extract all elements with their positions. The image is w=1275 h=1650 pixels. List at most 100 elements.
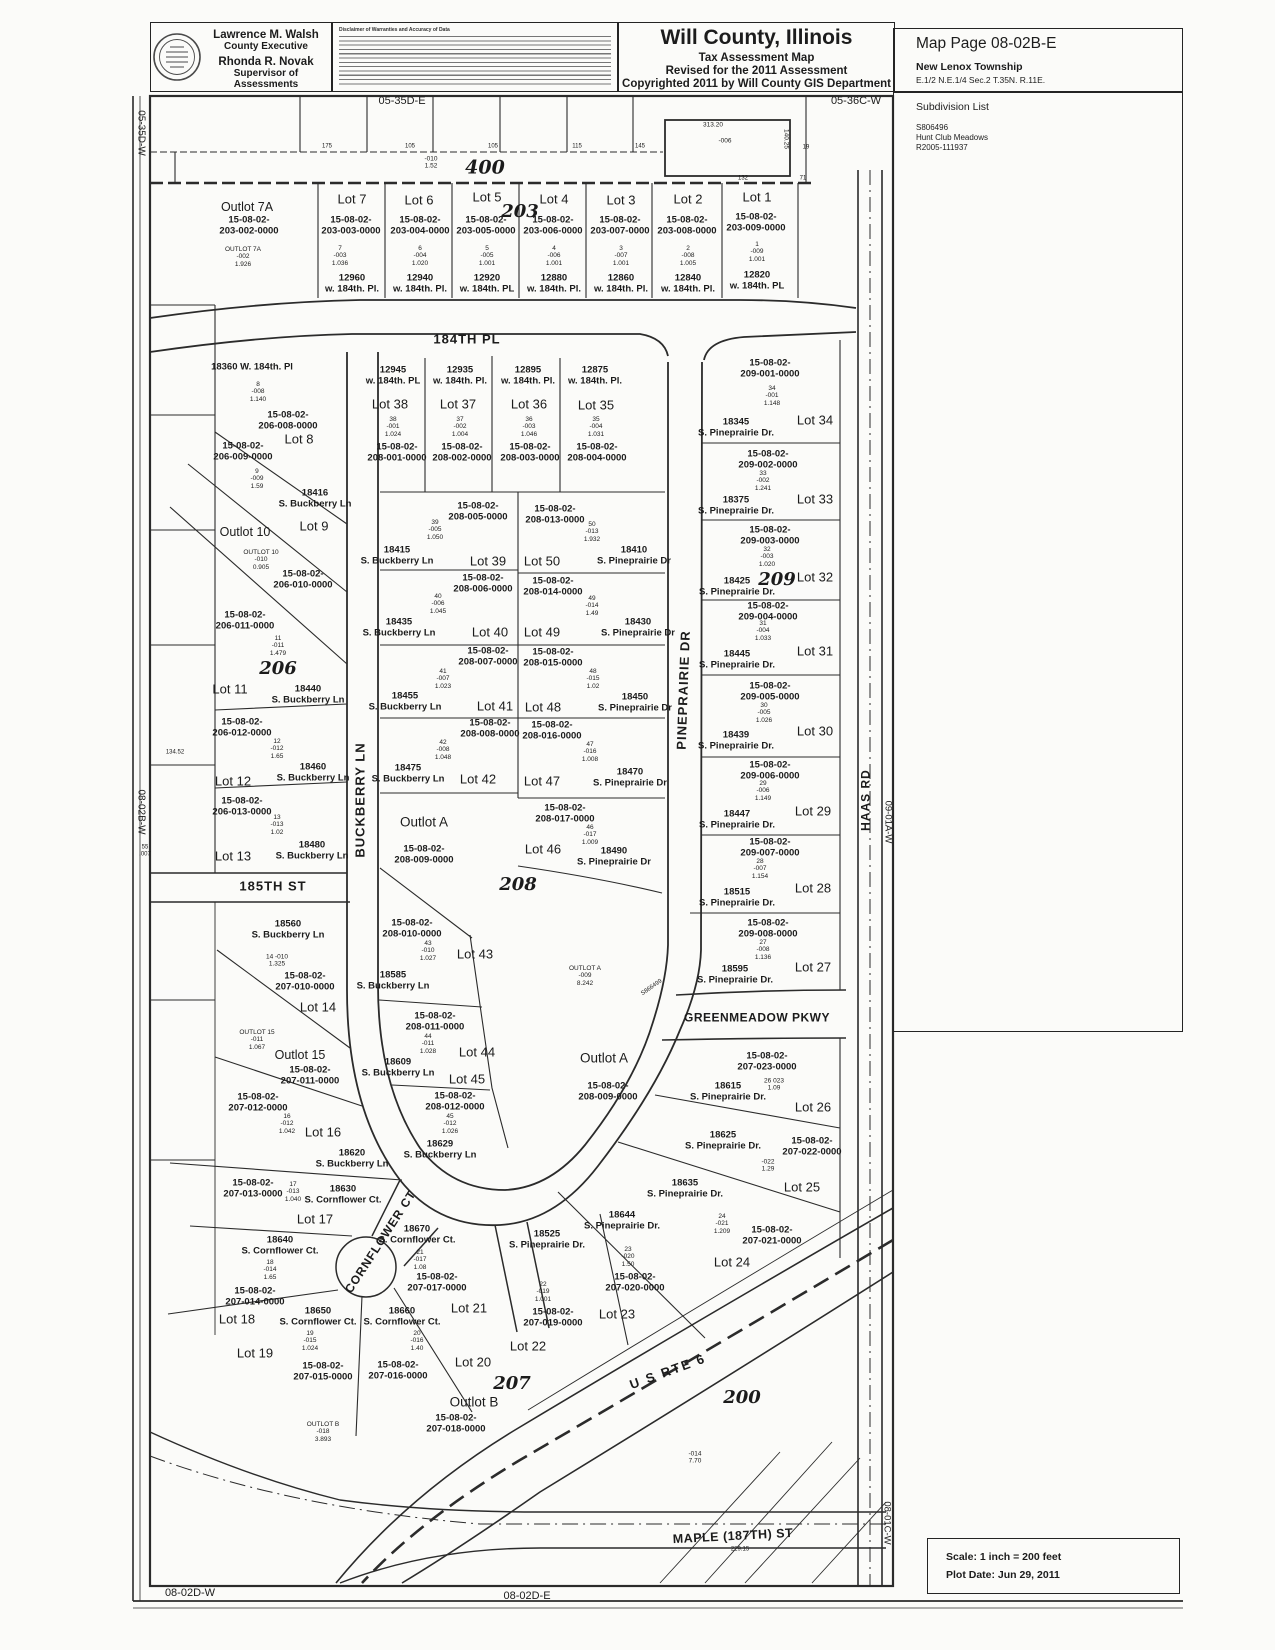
lot-outlot7a-name: Outlot 7A <box>220 200 274 214</box>
lot-17-addr: 18630 S. Cornflower Ct. <box>304 1183 382 1205</box>
lot-48-sub: 48 -015 1.02 <box>586 668 600 690</box>
lot-39-name: Lot 39 <box>469 553 507 569</box>
lot-23-addr: 18644 S. Pineprairie Dr. <box>583 1209 661 1231</box>
lot-36-addr: 12895 w. 184th. Pl. <box>500 364 556 386</box>
lot-11-sub: 11 -011 1.479 <box>269 635 287 657</box>
lot-12-pin: 15-08-02- 206-012-0000 <box>212 716 272 738</box>
lot-6-sub: 6 -004 1.020 <box>411 245 429 267</box>
dim-105a: 105 <box>404 143 416 150</box>
lot-39-addr: 18415 S. Buckberry Ln <box>360 544 434 566</box>
lot-47-addr: 18470 S. Pineprairie Dr <box>593 766 667 788</box>
lot-38-pin: 15-08-02- 208-001-0000 <box>367 441 427 463</box>
dim-200-sub: -014 7.70 <box>688 1450 702 1465</box>
area-code-203: 203 <box>501 200 539 222</box>
lot-29-addr: 18447 S. Pineprairie Dr. <box>698 808 776 830</box>
dim-14025: 140.25 <box>782 129 790 149</box>
lot-35-sub: 35 -004 1.031 <box>587 416 605 438</box>
lot-32-sub: 32 -003 1.020 <box>758 546 776 568</box>
lot-2-pin: 15-08-02- 203-008-0000 <box>657 214 717 236</box>
lot-28-addr: 18515 S. Pineprairie Dr. <box>698 886 776 908</box>
lot-6-name: Lot 6 <box>404 192 434 208</box>
dim-145: 145 <box>634 143 646 150</box>
lot-37-sub: 37 -002 1.004 <box>451 416 469 438</box>
lot-3-addr: 12860 w. 184th. Pl. <box>593 272 649 294</box>
lot-44-addr: 18609 S. Buckberry Ln <box>361 1056 435 1078</box>
supervisor-title: Supervisor of Assessments <box>233 68 299 90</box>
lot-12-addr: 18460 S. Buckberry Ln <box>276 761 350 783</box>
lot-13-sub: 13 -013 1.02 <box>270 814 284 836</box>
lot-outlot15-pin: 15-08-02- 207-011-0000 <box>280 1064 340 1086</box>
disclaimer-box: Disclaimer of Warranties and Accuracy of… <box>332 22 618 92</box>
lot-40-addr: 18435 S. Buckberry Ln <box>362 616 436 638</box>
lot-outlot15-name: Outlot 15 <box>274 1048 326 1062</box>
lot-45-pin: 15-08-02- 208-012-0000 <box>425 1090 485 1112</box>
lot-outlot7a-pin: 15-08-02- 203-002-0000 <box>219 214 279 236</box>
lot-14-pin: 15-08-02- 207-010-0000 <box>275 970 335 992</box>
lot-45-sub: 45 -012 1.026 <box>441 1113 459 1135</box>
lot-41-addr: 18455 S. Buckberry Ln <box>368 690 442 712</box>
street-buckberry-ln: BUCKBERRY LN <box>352 742 368 858</box>
lot-19-addr: 18650 S. Cornflower Ct. <box>279 1305 357 1327</box>
lot-30-addr: 18439 S. Pineprairie Dr. <box>697 729 775 751</box>
lot-40-pin: 15-08-02- 208-006-0000 <box>453 572 513 594</box>
lot-31-name: Lot 31 <box>796 643 834 659</box>
lot-39-sub: 39 -005 1.050 <box>426 519 444 541</box>
lot-25-name: Lot 25 <box>783 1179 821 1195</box>
lot-3-name: Lot 3 <box>606 192 636 208</box>
map-page-box: Map Page 08-02B-E New Lenox Township E.1… <box>893 28 1183 92</box>
lot-5-pin: 15-08-02- 203-005-0000 <box>456 214 516 236</box>
street-184th-pl: 184TH PL <box>433 331 501 347</box>
lot-26-sub: 26 023 1.09 <box>764 1077 784 1092</box>
lot-11-name: Lot 11 <box>212 681 248 697</box>
lot-34-sub: 34 -001 1.148 <box>763 385 781 407</box>
lot-21-addr: 18670 S. Cornflower Ct. <box>378 1223 456 1245</box>
lot-23-name: Lot 23 <box>598 1306 636 1322</box>
lot-24-addr: 18635 S. Pineprairie Dr. <box>646 1177 724 1199</box>
lot-43-name: Lot 43 <box>456 946 494 962</box>
map-revision: Revised for the 2011 Assessment <box>665 65 848 77</box>
dim-175: 175 <box>321 143 333 150</box>
county-executive-title: County Executive <box>224 41 308 52</box>
lot-33-pin: 15-08-02- 209-002-0000 <box>738 448 798 470</box>
lot-16-name: Lot 16 <box>304 1124 342 1140</box>
lot-41-name: Lot 41 <box>476 698 514 714</box>
edge-08-02d-e: 08-02D-E <box>503 1589 551 1602</box>
area-code-209: 209 <box>758 568 796 590</box>
edge-05-35d-e: 05-35D-E <box>378 94 426 107</box>
lot-45-name: Lot 45 <box>448 1071 486 1087</box>
lot-17-name: Lot 17 <box>296 1211 334 1227</box>
lot-48-name: Lot 48 <box>524 699 562 715</box>
lot-13-pin: 15-08-02- 206-013-0000 <box>212 795 272 817</box>
lot-50-addr: 18410 S. Pineprairie Dr <box>597 544 671 566</box>
lot-33-sub: 33 -002 1.241 <box>754 470 772 492</box>
area-code-206: 206 <box>259 657 297 679</box>
lot-outlot15-sub: OUTLOT 15 -011 1.067 <box>239 1029 275 1051</box>
lot-38-sub: 38 -001 1.024 <box>384 416 402 438</box>
map-subtitle: Tax Assessment Map <box>698 52 815 64</box>
lot-4-addr: 12880 w. 184th. Pl. <box>526 272 582 294</box>
lot-42-pin: 15-08-02- 208-008-0000 <box>460 717 520 739</box>
lot-7-addr: 12960 w. 184th. Pl. <box>324 272 380 294</box>
lot-28-pin: 15-08-02- 209-007-0000 <box>740 836 800 858</box>
lot-35-name: Lot 35 <box>577 397 615 413</box>
dim-71: 71 <box>799 175 807 182</box>
section-description: E.1/2 N.E.1/4 Sec.2 T.35N. R.11E. <box>916 75 1046 85</box>
lot-19-name: Lot 19 <box>236 1345 274 1361</box>
lot-31-sub: 31 -004 1.033 <box>754 620 772 642</box>
lot-49-pin: 15-08-02- 208-014-0000 <box>523 575 583 597</box>
lot-7-pin: 15-08-02- 203-003-0000 <box>321 214 381 236</box>
lot-47-sub: 47 -016 1.008 <box>581 741 599 763</box>
subdivision-id: S806496 <box>916 123 949 132</box>
lot-27-addr: 18595 S. Pineprairie Dr. <box>696 963 774 985</box>
lot-41-sub: 41 -007 1.023 <box>434 668 452 690</box>
lot-44-sub: 44 -011 1.028 <box>419 1033 437 1055</box>
lot-50-pin: 15-08-02- 208-013-0000 <box>525 503 585 525</box>
lot-23-sub: 23 -020 1.50 <box>621 1246 635 1268</box>
lot-13-name: Lot 13 <box>214 848 252 864</box>
area-code-200: 200 <box>723 1386 761 1408</box>
lot-13-addr: 18480 S. Buckberry Ln <box>275 839 349 861</box>
subdivision-list-heading: Subdivision List <box>916 101 989 113</box>
lot-18-pin: 15-08-02- 207-014-0000 <box>225 1285 285 1307</box>
lot-23-pin: 15-08-02- 207-020-0000 <box>605 1271 665 1293</box>
disclaimer-title: Disclaimer of Warranties and Accuracy of… <box>339 27 450 33</box>
